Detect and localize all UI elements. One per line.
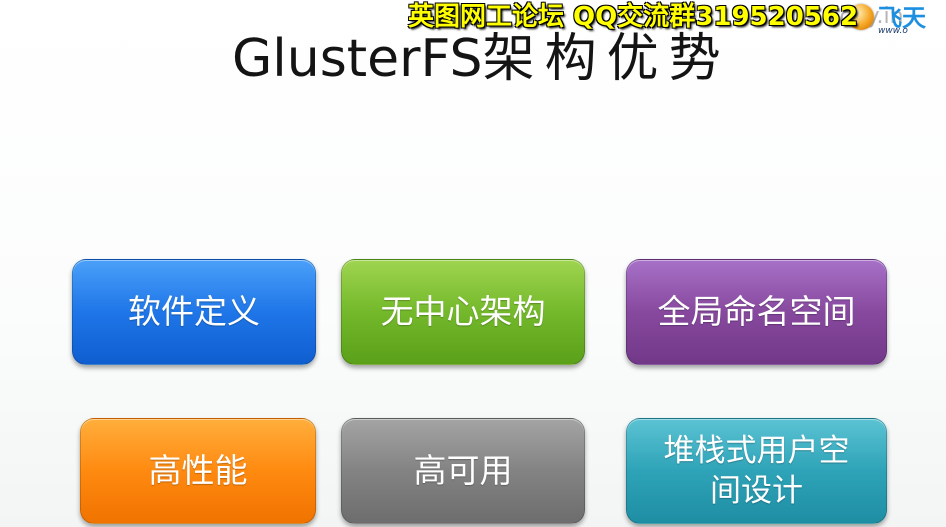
- feature-label: 高性能: [148, 451, 248, 490]
- logo-emblem-icon: [848, 4, 874, 30]
- feature-software-defined: 软件定义: [72, 259, 316, 365]
- feature-label: 高可用: [413, 451, 513, 490]
- feature-label: 全局命名空间: [657, 292, 856, 331]
- logo-url-text: www.o: [878, 26, 908, 36]
- feature-label: 无中心架构: [380, 292, 546, 331]
- feature-label-line1: 堆栈式用户空: [663, 433, 850, 469]
- feature-global-namespace: 全局命名空间: [626, 259, 887, 365]
- logo-brand-text: 飞天: [878, 4, 926, 32]
- forum-watermark: 英图网工论坛 QQ交流群319520562: [408, 2, 859, 32]
- slide-title: GlusterFS架构优势: [232, 24, 731, 94]
- feature-label: 软件定义: [128, 292, 260, 331]
- feature-stackable-userspace-design: 堆栈式用户空 间设计: [626, 418, 887, 524]
- feature-label-line2: 间设计: [710, 473, 803, 509]
- slide-title-latin: GlusterFS: [232, 29, 483, 89]
- brand-logo: 2zjoey.in 飞天 www.o: [808, 0, 946, 44]
- feature-high-availability: 高可用: [341, 418, 585, 524]
- feature-no-central-architecture: 无中心架构: [341, 259, 585, 365]
- feature-high-performance: 高性能: [80, 418, 316, 524]
- slide-title-cjk: 架构优势: [482, 29, 731, 89]
